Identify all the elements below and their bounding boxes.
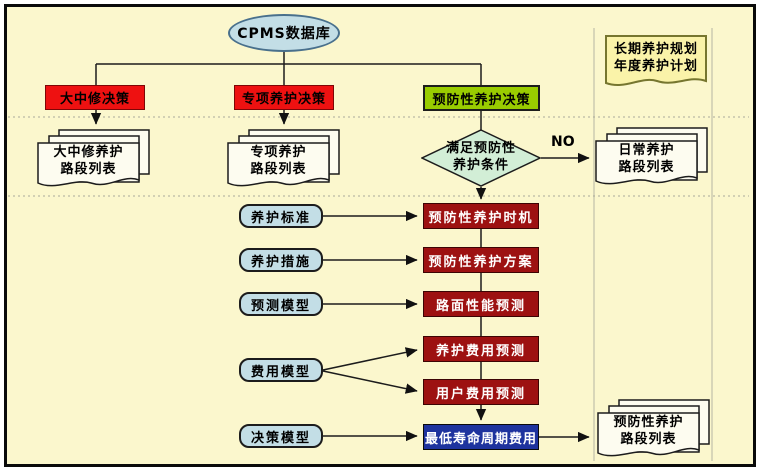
process-box-performance: 路面性能预测 <box>423 291 539 317</box>
decision-preventive-box: 预防性养护决策 <box>423 85 540 111</box>
decision-special-box: 专项养护决策 <box>234 85 334 110</box>
grid-lines <box>8 28 749 461</box>
doc-daily-line1: 日常养护 <box>618 143 675 159</box>
model-box-decision: 决策模型 <box>239 424 323 448</box>
process-box-scheme: 预防性养护方案 <box>423 247 539 273</box>
doc-daily: 日常养护 路段列表 <box>593 126 713 190</box>
note-line2: 年度养护计划 <box>613 59 698 74</box>
doc-daily-shape <box>595 127 708 185</box>
no-label: NO <box>551 134 575 150</box>
condition-line2: 养护条件 <box>452 158 509 173</box>
process-box-maint-cost: 养护费用预测 <box>423 336 539 362</box>
flow-arrows <box>90 52 590 443</box>
final-cost-box: 最低寿命周期费用 <box>423 424 539 450</box>
doc-special-line2: 路段列表 <box>250 162 307 177</box>
doc-preventive-line2: 路段列表 <box>620 432 677 447</box>
doc-major: 大中修养护 路段列表 <box>35 128 155 192</box>
process-box-user-cost: 用户费用预测 <box>423 379 539 405</box>
doc-preventive-shape <box>597 399 710 457</box>
doc-major-shape <box>37 129 150 187</box>
condition-line1: 满足预防性 <box>445 141 516 157</box>
doc-special: 专项养护 路段列表 <box>225 128 345 192</box>
doc-special-shape <box>227 129 340 187</box>
model-box-prediction: 预测模型 <box>239 292 323 316</box>
doc-preventive: 预防性养护 路段列表 <box>595 398 715 462</box>
plan-note: 长期养护规划 年度养护计划 <box>603 33 709 93</box>
model-box-standard: 养护标准 <box>239 204 323 228</box>
diamond-shape <box>420 129 542 187</box>
doc-preventive-line1: 预防性养护 <box>613 415 684 431</box>
decision-major-box: 大中修决策 <box>45 85 145 110</box>
doc-major-line2: 路段列表 <box>60 162 117 177</box>
doc-daily-line2: 路段列表 <box>618 160 675 175</box>
doc-special-line1: 专项养护 <box>250 145 307 161</box>
note-line1: 长期养护规划 <box>613 42 698 58</box>
cpms-database-node: CPMS数据库 <box>228 14 340 52</box>
model-box-cost: 费用模型 <box>239 358 323 382</box>
condition-diamond: 满足预防性 养护条件 <box>420 129 542 187</box>
note-shape <box>605 35 707 86</box>
model-box-measures: 养护措施 <box>239 248 323 272</box>
process-box-timing: 预防性养护时机 <box>423 203 539 229</box>
doc-major-line1: 大中修养护 <box>53 145 124 161</box>
